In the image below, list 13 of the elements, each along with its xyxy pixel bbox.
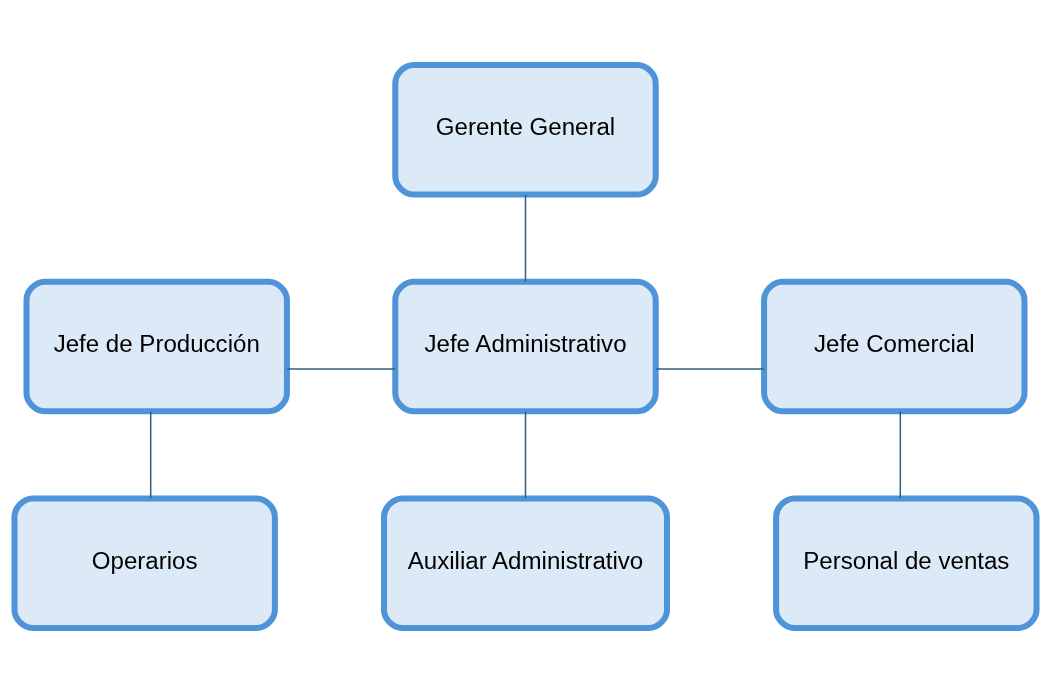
node-box: Jefe Administrativo <box>392 278 659 415</box>
node-box: Operarios <box>11 495 278 631</box>
connector <box>899 410 902 500</box>
connector <box>149 410 152 500</box>
node-box: Auxiliar Administrativo <box>381 495 670 631</box>
connector <box>524 194 527 283</box>
node-box: Jefe de Producción <box>23 278 290 415</box>
node-box: Personal de ventas <box>773 495 1040 631</box>
node-box: Jefe Comercial <box>761 278 1028 415</box>
connector <box>524 410 527 500</box>
connector <box>655 368 765 370</box>
node-box: Gerente General <box>392 62 659 198</box>
connector <box>286 368 396 370</box>
